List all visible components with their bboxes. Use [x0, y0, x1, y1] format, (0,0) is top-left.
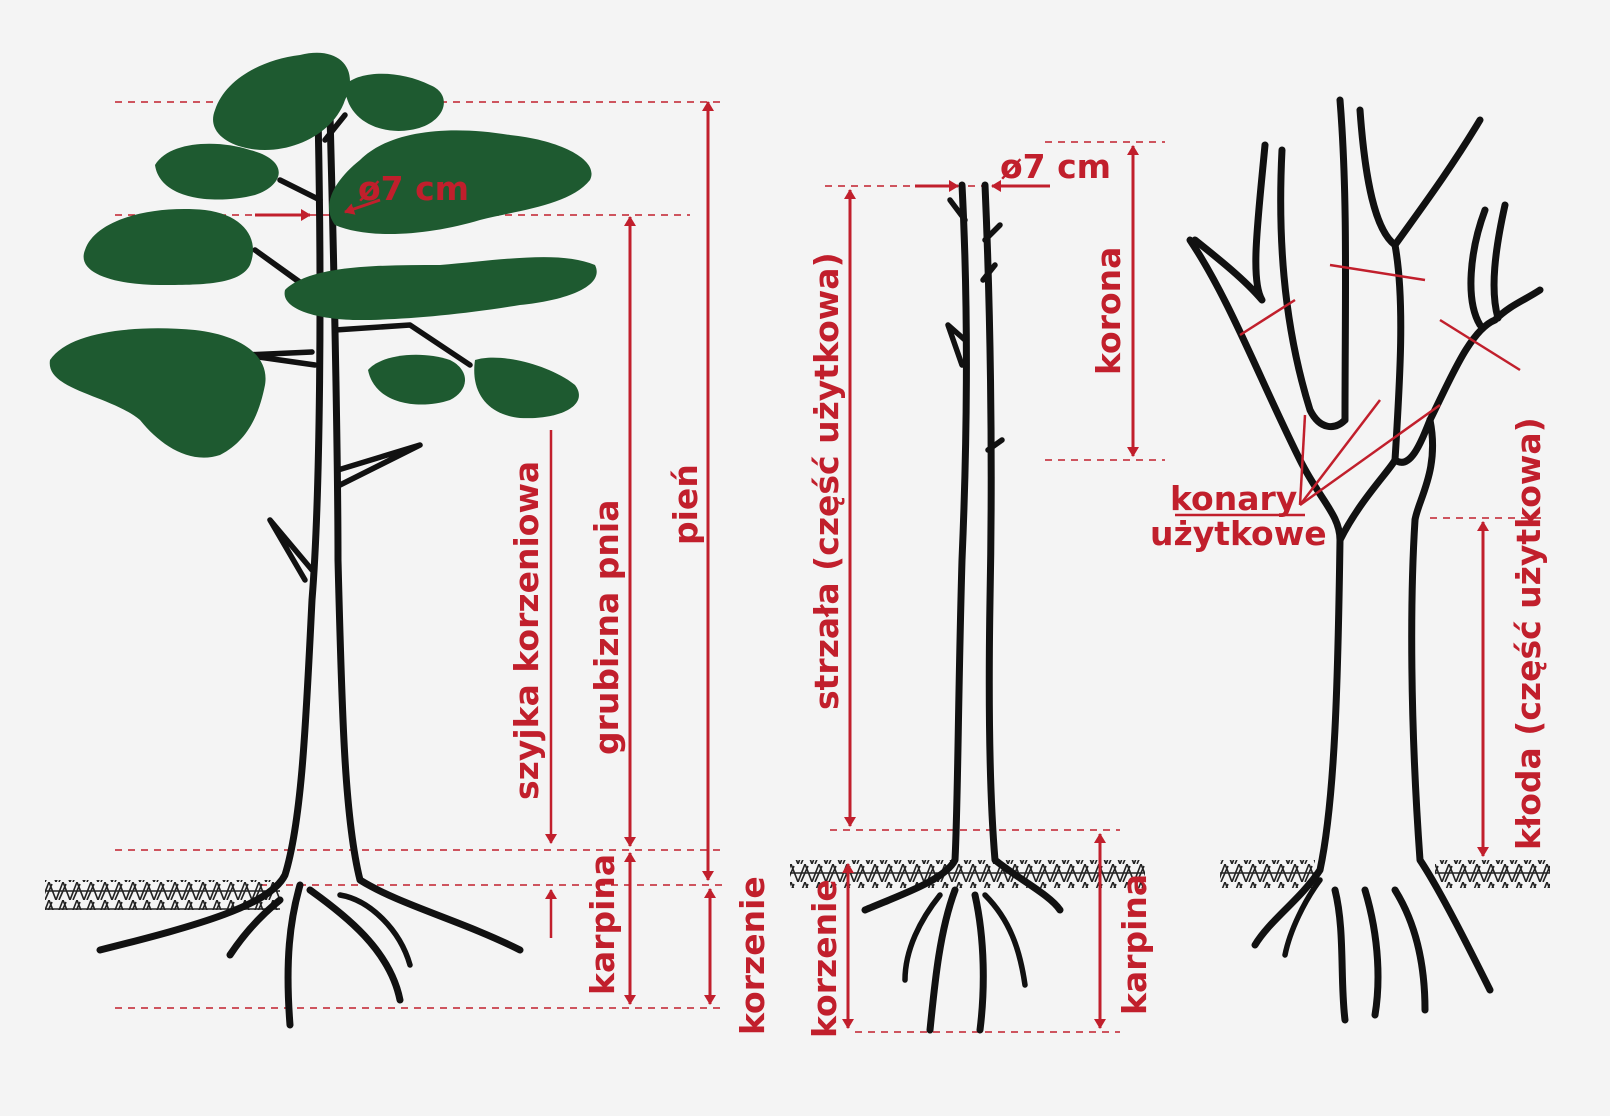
- tree-1-pien-label: pień: [666, 464, 705, 545]
- tree-2-korona-label: korona: [1089, 247, 1128, 375]
- tree-1-szyjka-label: szyjka korzeniowa: [507, 461, 546, 800]
- tree-1-diameter-label: ø7 cm: [358, 169, 469, 208]
- tree-2: ø7 cm strzała (część użytkowa) korona ko…: [790, 142, 1165, 1038]
- tree-3-kloda-label: kłoda (część użytkowa): [1509, 417, 1548, 850]
- tree-2-diameter-label: ø7 cm: [1000, 147, 1111, 186]
- tree-2-karpina-label: karpina: [1115, 874, 1154, 1015]
- tree-3-ground-left: [1220, 860, 1315, 888]
- tree-2-strzala-label: strzała (część użytkowa): [807, 252, 846, 710]
- tree-3: konary użytkowe kłoda (część użytkowa): [1150, 100, 1550, 1020]
- tree-1-korzenie-label: korzenie: [733, 876, 772, 1035]
- tree-2-korzenie-label: korzenie: [805, 879, 844, 1038]
- tree-1-grubizna-label: grubizna pnia: [587, 500, 626, 755]
- tree-3-ground-right: [1435, 860, 1550, 888]
- tree-3-konary-label-line2: użytkowe: [1150, 514, 1327, 553]
- tree-3-konary-label-line1: konary: [1170, 479, 1297, 518]
- tree-1: ø7 cm pień grubizna pnia szyjka korzenio…: [45, 53, 772, 1035]
- tree-2-trunk: [865, 185, 1060, 1030]
- tree-1-karpina-label: karpina: [583, 854, 622, 995]
